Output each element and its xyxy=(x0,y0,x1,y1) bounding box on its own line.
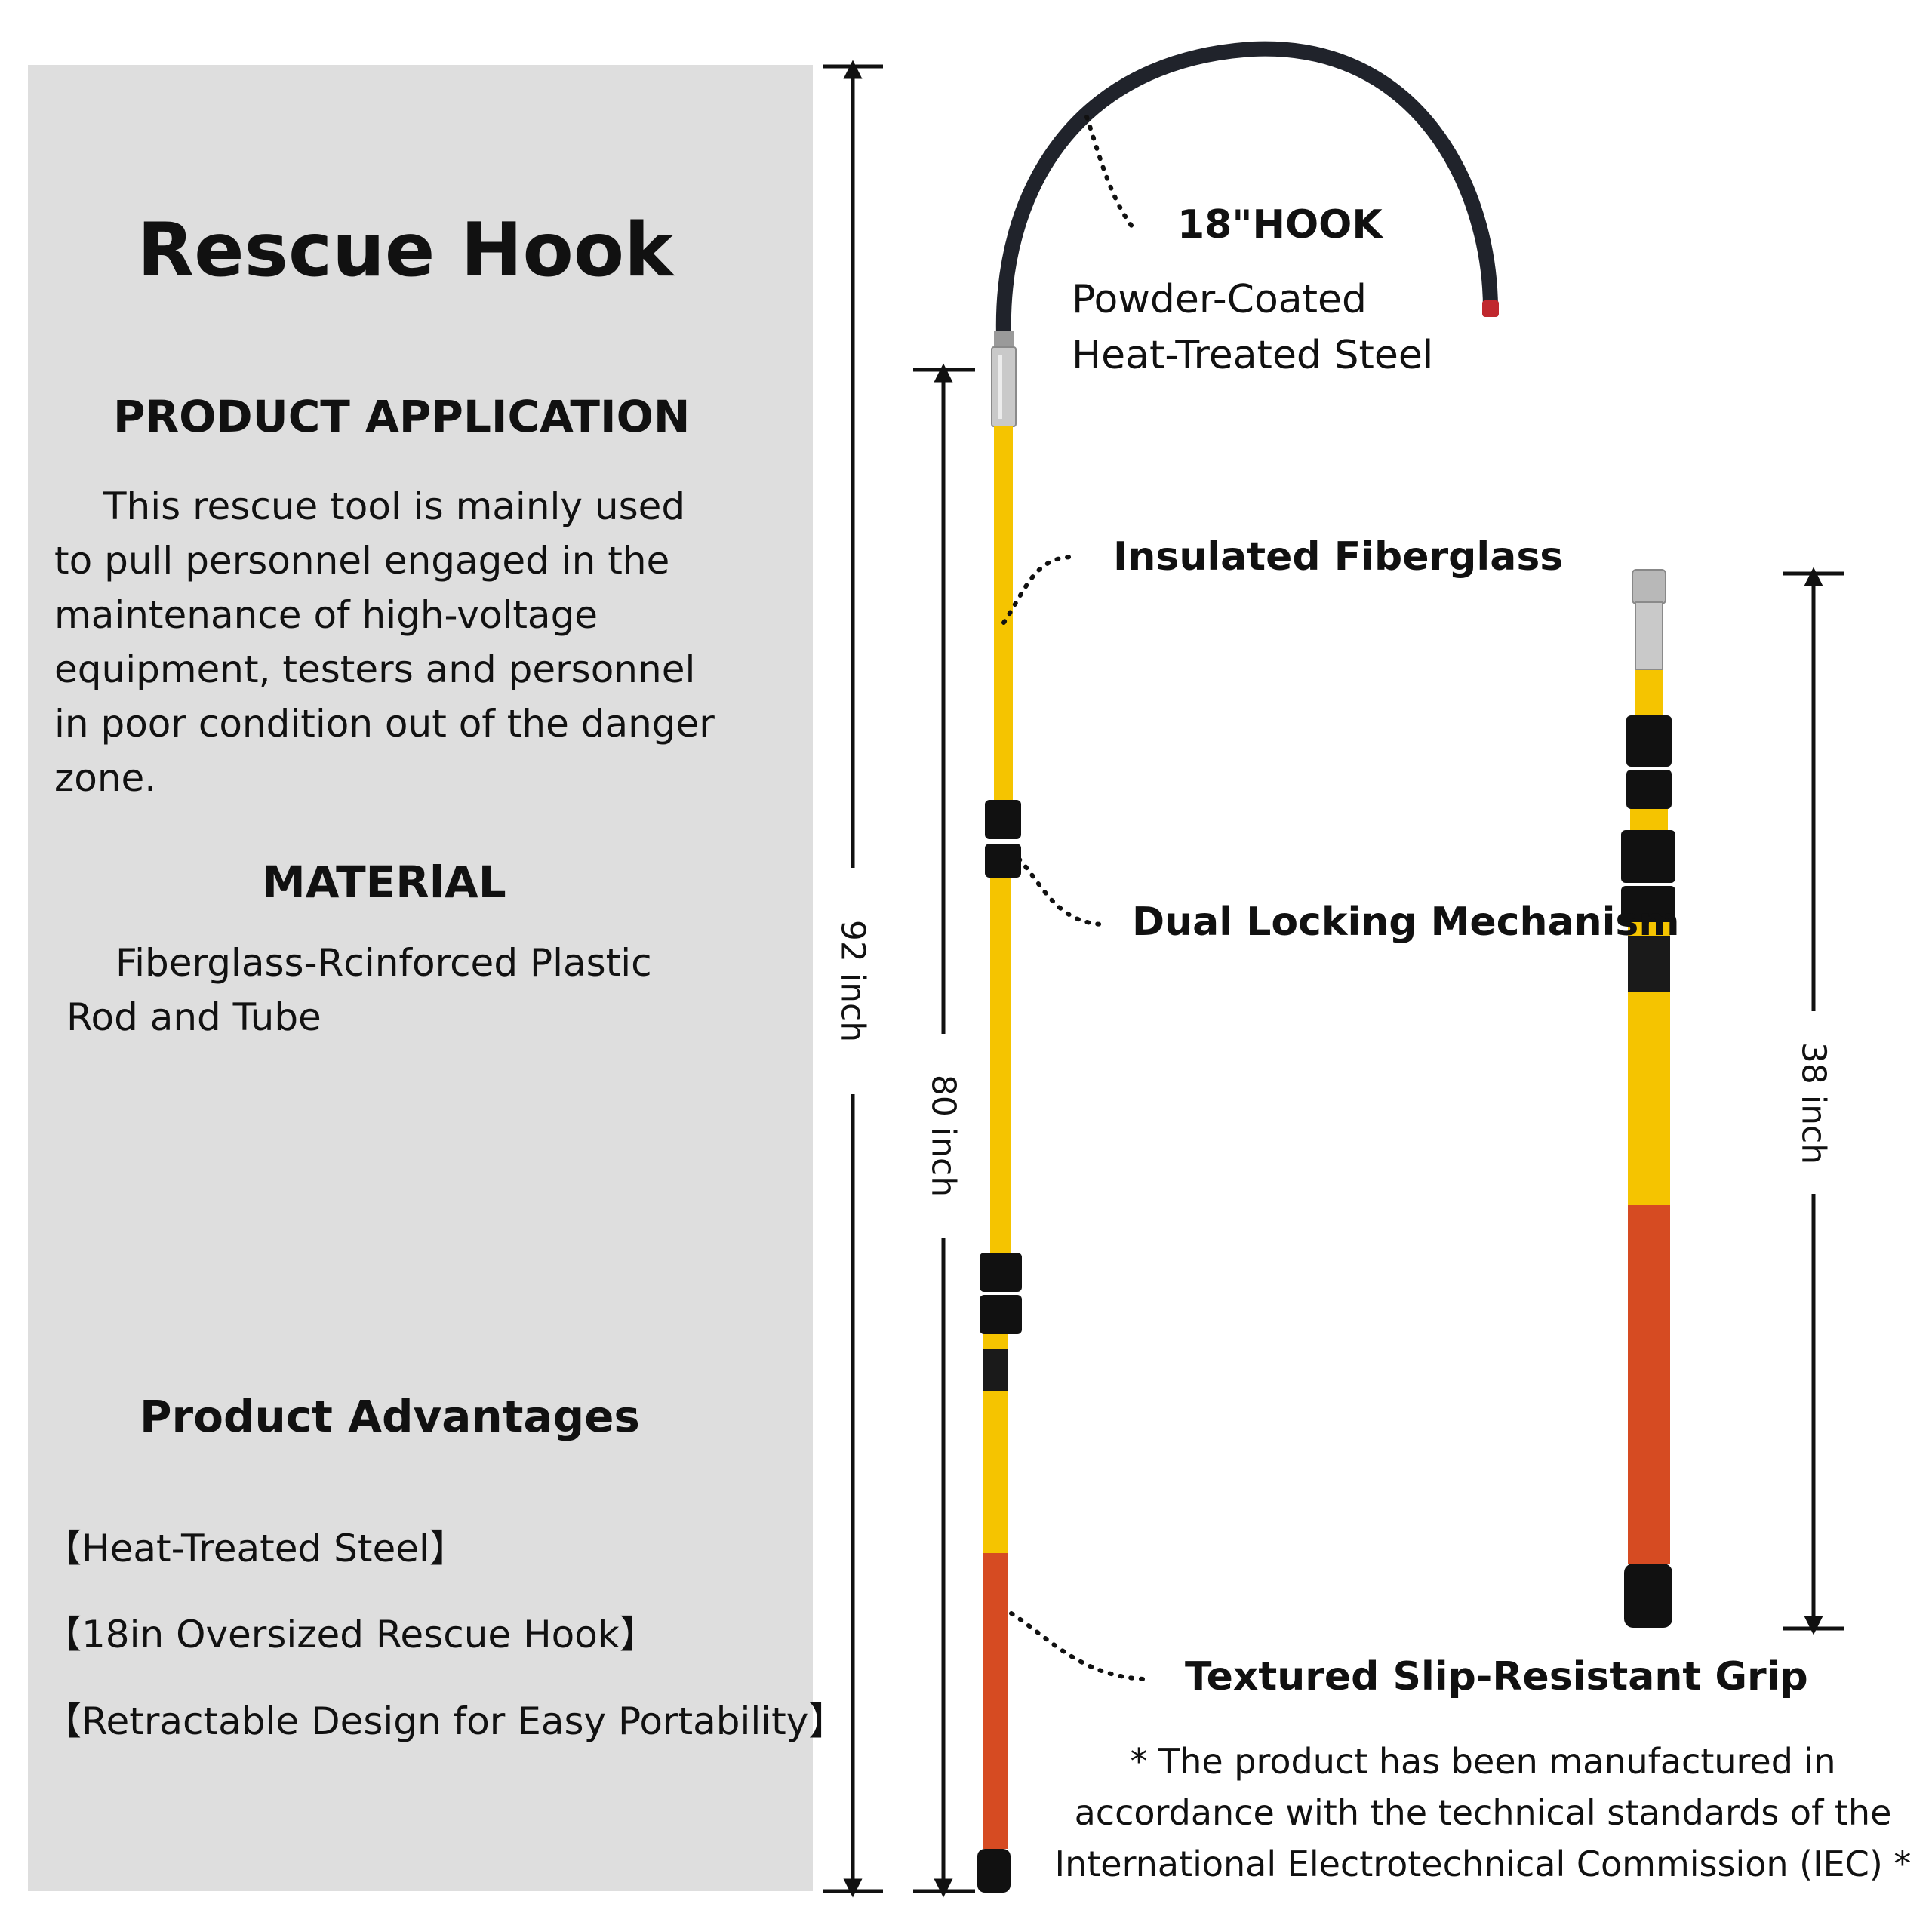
callout-hook-material-line: Powder-Coated xyxy=(1072,277,1367,322)
application-text: This rescue tool is mainly used to pull … xyxy=(54,479,779,805)
callout-locking: Dual Locking Mechanism xyxy=(1132,900,1680,945)
application-line: in poor condition out of the danger xyxy=(54,702,715,746)
material-text: Fiberglass-Rcinforced Plastic Rod and Tu… xyxy=(66,936,776,1044)
dimension-label-92: 92 inch xyxy=(833,919,872,1043)
application-line: zone. xyxy=(54,756,157,800)
dimension-80-inch xyxy=(913,363,975,1898)
compliance-note-line: International Electrotechnical Commissio… xyxy=(1054,1844,1912,1884)
material-line: Fiberglass-Rcinforced Plastic xyxy=(115,941,652,985)
advantage-item: 【18in Oversized Rescue Hook】 xyxy=(44,1613,657,1656)
advantage-item: 【Heat-Treated Steel】 xyxy=(44,1527,467,1570)
application-line: to pull personnel engaged in the xyxy=(54,539,670,583)
application-line: maintenance of high-voltage xyxy=(54,593,598,637)
retracted-rescue-pole xyxy=(1621,569,1675,1628)
application-heading: PRODUCT APPLICATION xyxy=(113,391,691,442)
dimension-92-inch xyxy=(823,60,883,1898)
callout-hook: 18"HOOK xyxy=(1177,202,1383,248)
hook-icon xyxy=(995,41,1498,343)
dimension-label-80: 80 inch xyxy=(924,1074,963,1198)
compliance-note: * The product has been manufactured in a… xyxy=(1049,1736,1917,1890)
compliance-note-line: accordance with the technical standards … xyxy=(1074,1792,1892,1833)
dimension-38-inch xyxy=(1783,567,1844,1635)
callout-fiberglass: Insulated Fiberglass xyxy=(1113,534,1564,580)
page-title: Rescue Hook xyxy=(137,208,674,294)
info-panel xyxy=(28,65,813,1891)
application-line: This rescue tool is mainly used xyxy=(103,484,686,528)
extended-rescue-hook xyxy=(977,41,1499,1893)
callout-hook-material: Powder-Coated Heat-Treated Steel xyxy=(1072,272,1433,383)
advantage-item: 【Retractable Design for Easy Portability… xyxy=(44,1699,847,1743)
callout-grip: Textured Slip-Resistant Grip xyxy=(1185,1654,1808,1699)
compliance-note-line: * The product has been manufactured in xyxy=(1130,1741,1836,1782)
material-heading: MATERlAL xyxy=(262,857,506,908)
advantages-heading: Product Advantages xyxy=(140,1391,640,1442)
callout-leaders xyxy=(1001,115,1146,1681)
material-line: Rod and Tube xyxy=(66,995,321,1039)
application-line: equipment, testers and personnel xyxy=(54,647,696,691)
dimension-label-38: 38 inch xyxy=(1794,1041,1833,1165)
callout-hook-material-line: Heat-Treated Steel xyxy=(1072,333,1434,378)
